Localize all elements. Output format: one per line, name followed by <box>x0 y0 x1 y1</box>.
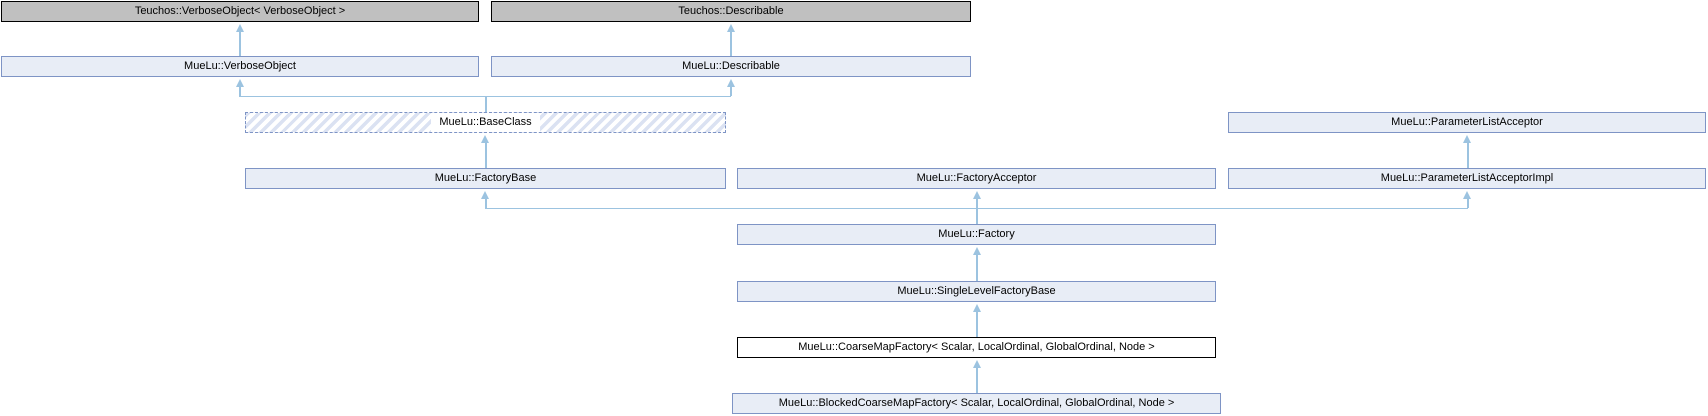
inheritance-arrowhead-icon <box>480 191 489 199</box>
class-node-teuchos-describable[interactable]: Teuchos::Describable <box>491 1 971 22</box>
inheritance-arrowhead-icon <box>972 191 981 199</box>
class-node-muelu-verboseobject[interactable]: MueLu::VerboseObject <box>1 56 479 77</box>
inheritance-line <box>1467 142 1469 168</box>
class-node-muelu-factoryacceptor[interactable]: MueLu::FactoryAcceptor <box>737 168 1216 189</box>
inheritance-rail <box>239 95 732 97</box>
inheritance-line <box>730 86 732 96</box>
inheritance-line <box>239 31 241 56</box>
class-node-muelu-parameterlistacceptor[interactable]: MueLu::ParameterListAcceptor <box>1228 112 1706 133</box>
inheritance-arrowhead-icon <box>726 79 735 87</box>
inheritance-arrowhead-icon <box>1462 191 1471 199</box>
inheritance-line <box>485 142 487 168</box>
inheritance-line <box>976 198 978 224</box>
inheritance-line <box>730 31 732 56</box>
inheritance-arrowhead-icon <box>726 24 735 32</box>
class-node-muelu-blockedcoarsemapfactory[interactable]: MueLu::BlockedCoarseMapFactory< Scalar, … <box>732 393 1221 414</box>
inheritance-arrowhead-icon <box>972 360 981 368</box>
inheritance-line <box>976 367 978 393</box>
class-node-teuchos-verboseobject[interactable]: Teuchos::VerboseObject< VerboseObject > <box>1 1 479 22</box>
inheritance-line <box>976 311 978 337</box>
class-node-muelu-parameterlistacceptorimpl[interactable]: MueLu::ParameterListAcceptorImpl <box>1228 168 1706 189</box>
class-node-muelu-factorybase[interactable]: MueLu::FactoryBase <box>245 168 726 189</box>
inheritance-arrowhead-icon <box>235 24 244 32</box>
inheritance-arrowhead-icon <box>480 135 489 143</box>
inheritance-line <box>485 96 487 112</box>
class-node-muelu-describable[interactable]: MueLu::Describable <box>491 56 971 77</box>
inheritance-arrowhead-icon <box>972 247 981 255</box>
class-node-muelu-factory[interactable]: MueLu::Factory <box>737 224 1216 245</box>
inheritance-line <box>1467 198 1469 208</box>
inheritance-rail <box>485 207 1469 209</box>
inheritance-arrowhead-icon <box>972 304 981 312</box>
inheritance-arrowhead-icon <box>1462 135 1471 143</box>
inheritance-line <box>485 198 487 208</box>
class-node-label: MueLu::BaseClass <box>431 113 540 132</box>
class-node-muelu-singlelevelfactorybase[interactable]: MueLu::SingleLevelFactoryBase <box>737 281 1216 302</box>
inheritance-arrowhead-icon <box>235 79 244 87</box>
inheritance-line <box>976 254 978 281</box>
inheritance-line <box>239 86 241 96</box>
class-node-muelu-coarsemapfactory-subject: MueLu::CoarseMapFactory< Scalar, LocalOr… <box>737 337 1216 358</box>
class-node-muelu-baseclass[interactable]: MueLu::BaseClass <box>245 112 726 133</box>
